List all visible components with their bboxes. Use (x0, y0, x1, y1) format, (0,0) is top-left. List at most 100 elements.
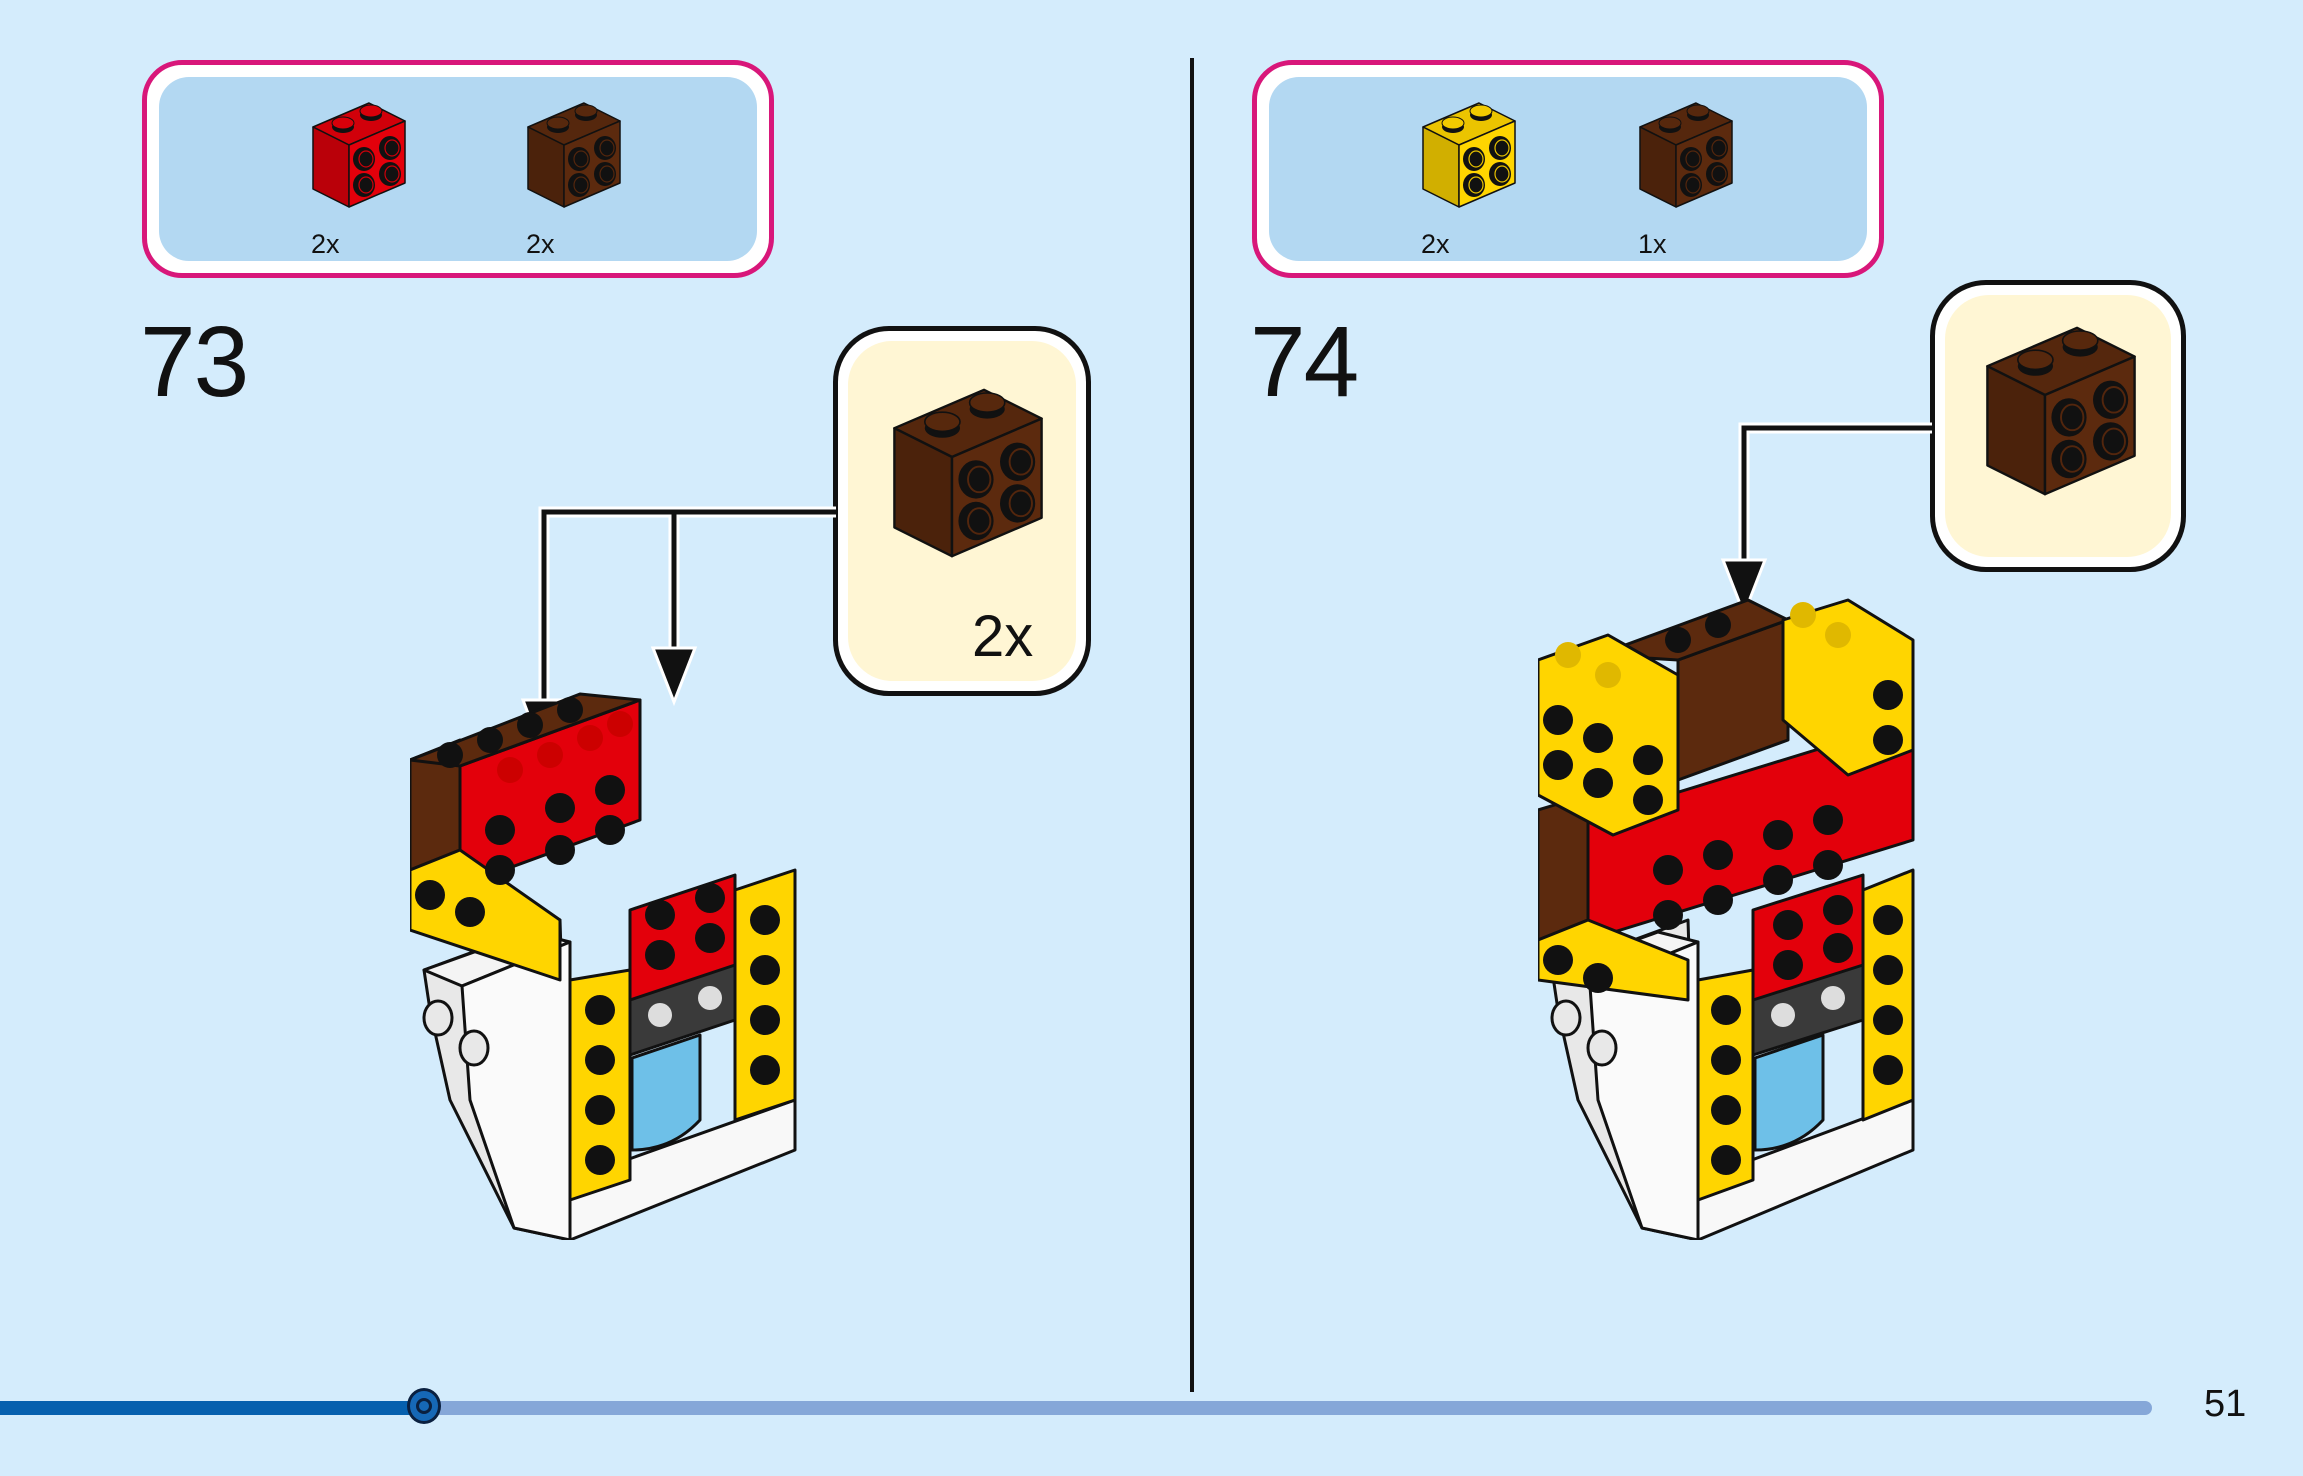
side-stud-ring (1494, 165, 1510, 183)
side-stud-ring (573, 176, 589, 194)
side-stud-ring (1685, 150, 1701, 168)
side-stud-ring (2101, 386, 2126, 414)
callout-step-73: 2x (833, 326, 1091, 696)
side-stud (594, 162, 616, 186)
side-stud (353, 173, 375, 197)
model-step-74 (1538, 598, 1915, 1240)
top-stud-cap (331, 116, 355, 130)
side-stud (379, 162, 401, 186)
side-stud-ring (2060, 445, 2085, 473)
side-stud-ring (967, 465, 992, 494)
side-stud-ring (1008, 448, 1033, 476)
step-number: 74 (1250, 306, 1359, 418)
yellow-brick-column (1861, 868, 1915, 1122)
top-stud-cap (924, 411, 961, 433)
part-yellow-brick: 2x (1419, 99, 1539, 259)
brown-brick-icon (893, 388, 1043, 558)
top-stud-cap (574, 104, 598, 118)
parts-list-step-74: 2x 1x (1252, 60, 1884, 278)
part-brown-brick: 1x (1636, 99, 1756, 259)
side-stud-ring (1711, 165, 1727, 183)
minifig-legs (630, 1033, 702, 1152)
page-number: 51 (2204, 1383, 2247, 1425)
side-stud-ring (1008, 489, 1033, 518)
callout-step-74 (1930, 280, 2186, 572)
side-stud (379, 136, 401, 160)
side-stud-ring (384, 165, 400, 183)
side-stud (568, 147, 590, 171)
side-stud (1706, 136, 1728, 160)
callout-quantity: 2x (972, 604, 1034, 669)
side-stud (353, 147, 375, 171)
page-progress-bar[interactable] (0, 1388, 2152, 1424)
top-stud-cap (2017, 349, 2054, 371)
side-stud-ring (1685, 176, 1701, 194)
side-stud-ring (2060, 403, 2085, 432)
red-brick-icon (312, 102, 406, 208)
parts-list-panel: 2x 1x (1269, 77, 1867, 261)
part-quantity: 1x (1638, 229, 1667, 259)
brown-brick-icon (1986, 326, 2136, 496)
yellow-brick-column (1696, 968, 1755, 1202)
white-base-plate (568, 1098, 797, 1240)
top-stud-cap (1469, 104, 1493, 118)
parts-list-step-73: 2x 2x (142, 60, 774, 278)
arrow-step-74 (1738, 422, 1932, 570)
progress-slider-handle[interactable] (406, 1388, 441, 1424)
model-step-73 (410, 692, 797, 1240)
side-stud (958, 460, 994, 499)
side-stud (2051, 398, 2087, 437)
yellow-brick-column (568, 968, 632, 1202)
side-stud (2051, 439, 2087, 479)
side-stud-ring (967, 507, 992, 535)
side-stud (1489, 136, 1511, 160)
part-red-brick: 2x (309, 99, 429, 259)
callout-panel: 2x (848, 341, 1076, 681)
progress-fill (0, 1401, 424, 1415)
side-stud (2093, 380, 2129, 419)
side-stud-ring (384, 139, 400, 157)
side-stud-ring (573, 150, 589, 168)
side-stud (1489, 162, 1511, 186)
studs (415, 697, 780, 1175)
side-stud-ring (358, 176, 374, 194)
side-stud-ring (599, 165, 615, 183)
side-stud (1000, 442, 1036, 481)
side-stud-ring (1468, 176, 1484, 194)
side-stud (1680, 173, 1702, 197)
side-stud (1463, 173, 1485, 197)
side-stud-ring (1711, 139, 1727, 157)
yellow-brick-icon (1422, 102, 1516, 208)
top-stud-cap (1441, 116, 1465, 130)
side-stud-ring (1494, 139, 1510, 157)
page-divider (1190, 58, 1194, 1392)
top-stud-cap (359, 104, 383, 118)
side-stud (1000, 484, 1036, 523)
side-stud (568, 173, 590, 197)
brown-brick-icon (1639, 102, 1733, 208)
side-stud (1463, 147, 1485, 171)
parts-list-panel: 2x 2x (159, 77, 757, 261)
side-stud-ring (1468, 150, 1484, 168)
minifig-legs (1753, 1033, 1825, 1152)
top-stud-cap (2061, 330, 2099, 351)
top-stud-cap (546, 116, 570, 130)
studs (1543, 602, 1903, 1175)
part-quantity: 2x (1421, 229, 1450, 259)
top-stud-cap (968, 392, 1006, 413)
callout-panel (1945, 295, 2171, 557)
side-stud-ring (2101, 427, 2126, 456)
part-quantity: 2x (526, 229, 555, 259)
side-stud (2093, 422, 2129, 461)
white-base-plate (1696, 1098, 1915, 1240)
step-number: 73 (140, 306, 249, 418)
top-stud-cap (1658, 116, 1682, 130)
side-stud (594, 136, 616, 160)
brown-brick-icon (527, 102, 621, 208)
yellow-brick-column (733, 868, 797, 1122)
side-stud (958, 501, 994, 541)
side-stud (1706, 162, 1728, 186)
side-stud-ring (599, 139, 615, 157)
side-stud (1680, 147, 1702, 171)
part-brown-brick: 2x (524, 99, 644, 259)
